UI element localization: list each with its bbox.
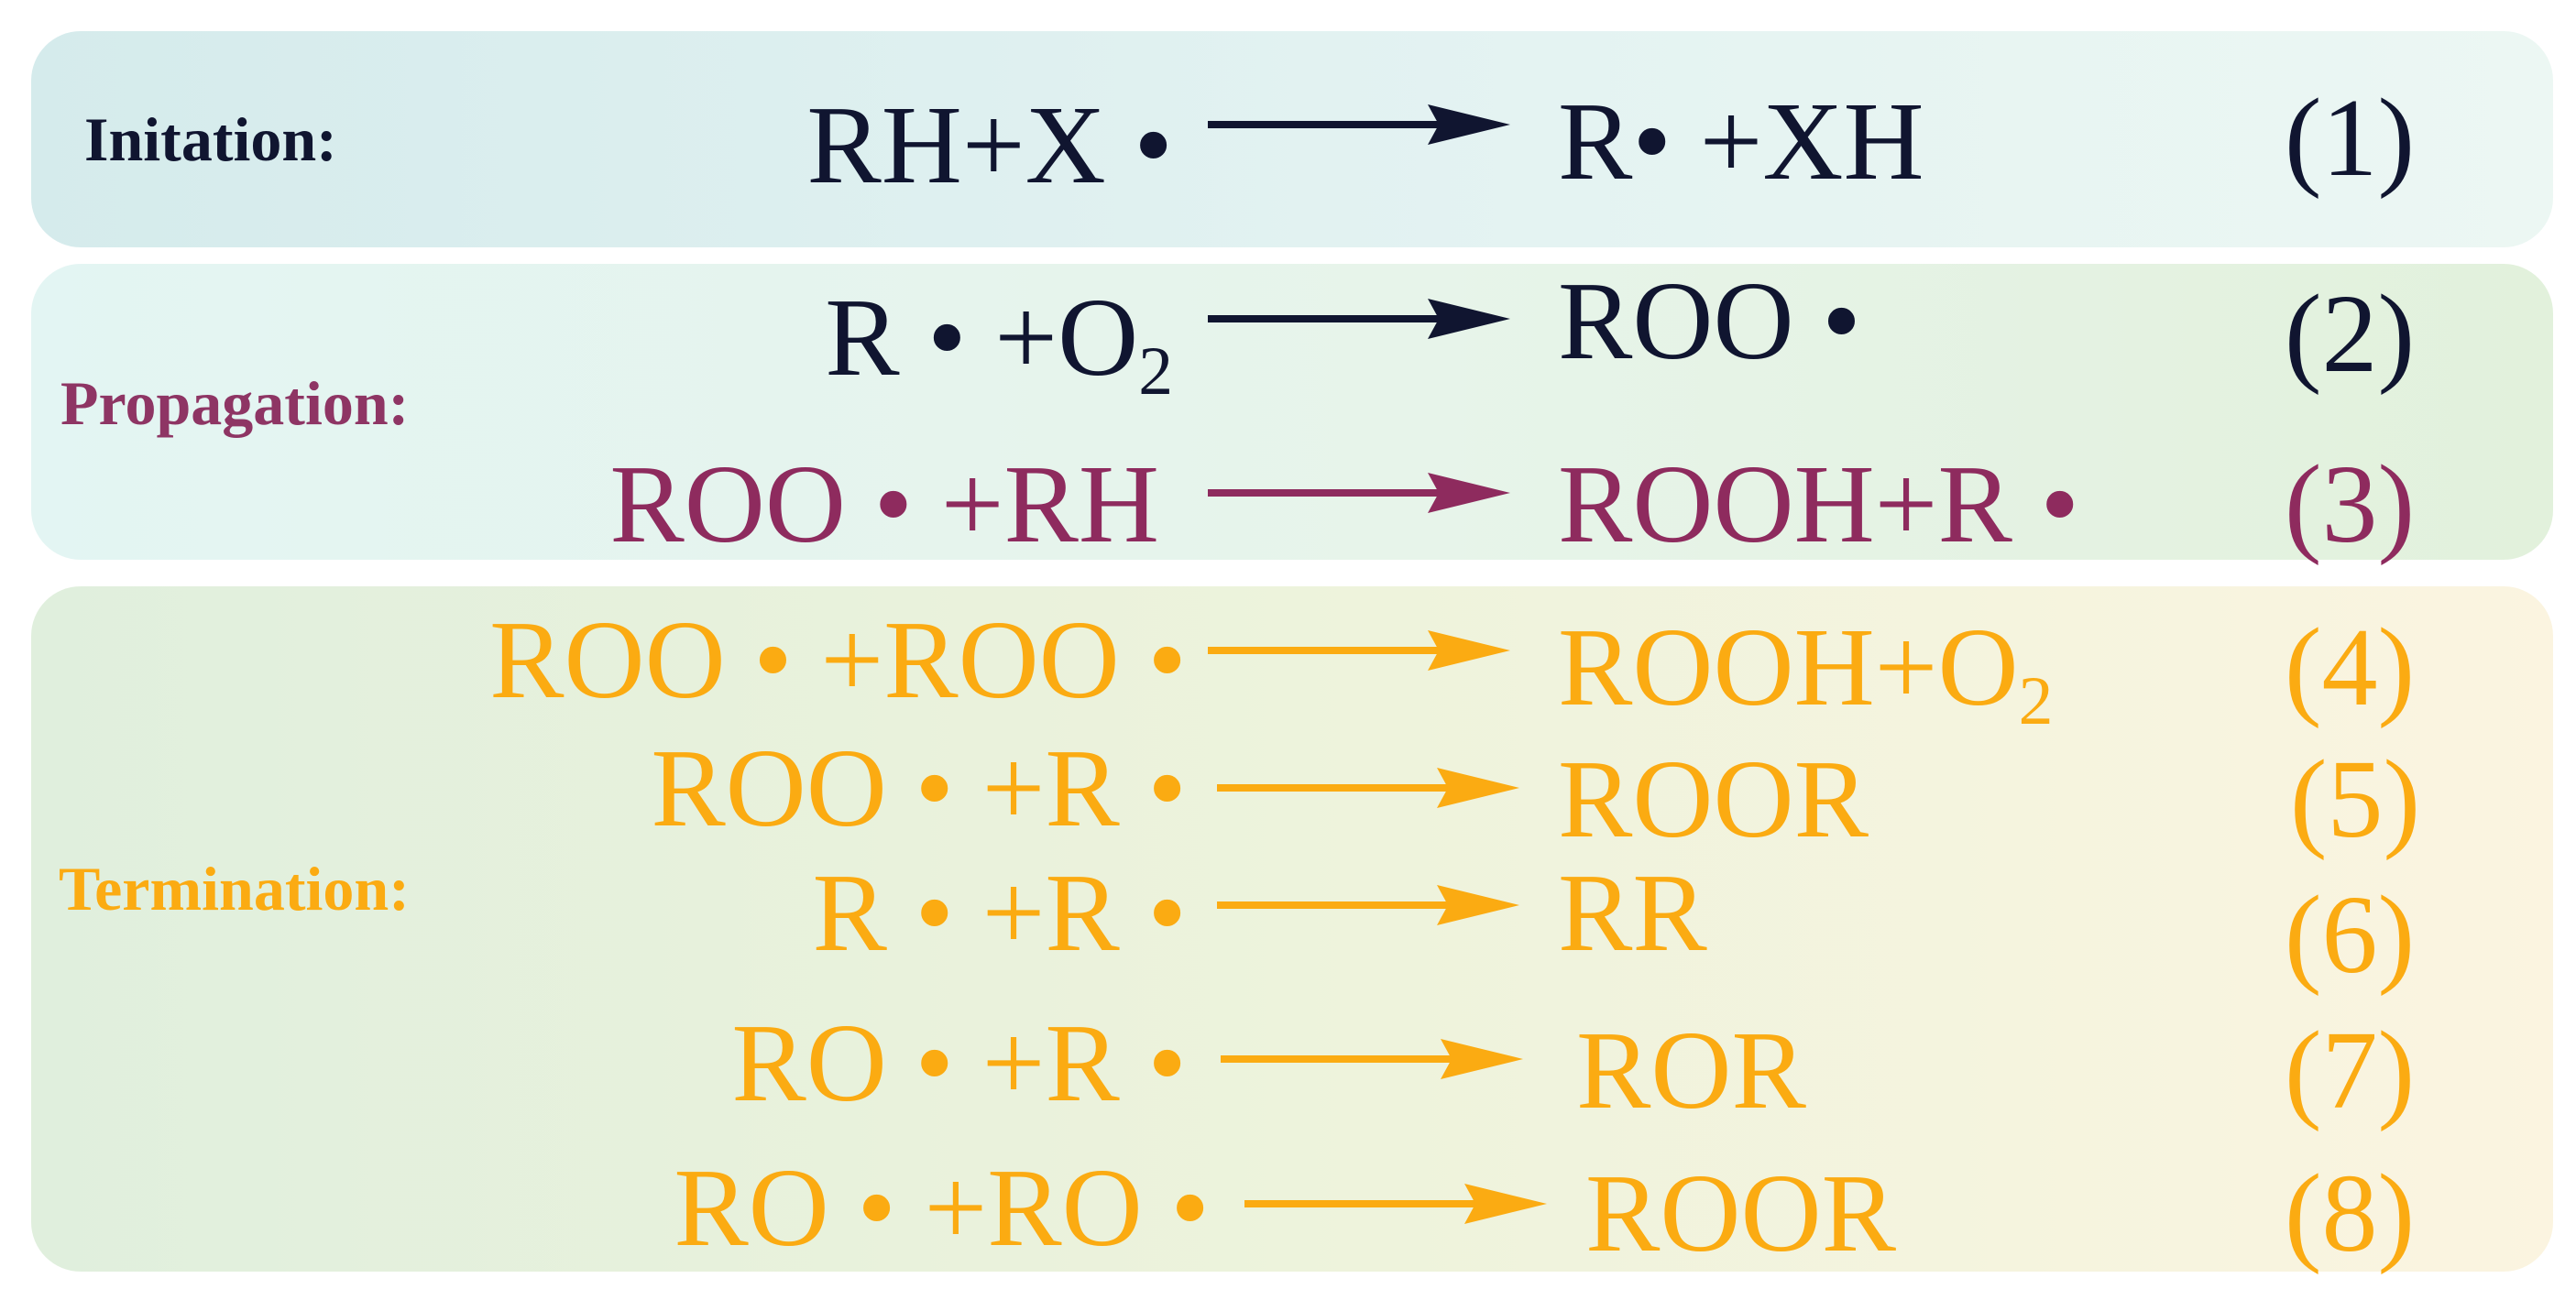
reaction-3-arrow (1208, 465, 1510, 520)
reaction-8-reactants: RO • +RO • (674, 1146, 1210, 1270)
reaction-6-products: RR (1558, 851, 1707, 975)
reaction-2-number: (2) (2284, 272, 2416, 396)
reaction-5-number: (5) (2289, 737, 2421, 861)
reaction-4-arrow (1208, 623, 1510, 678)
stage-label-initiation: Initation: (84, 104, 337, 174)
reaction-1-arrow (1208, 97, 1510, 152)
reaction-5-products: ROOR (1558, 737, 1869, 861)
reaction-7-number: (7) (2284, 1009, 2416, 1132)
stage-label-propagation: Propagation: (60, 368, 410, 438)
reaction-5-arrow (1217, 760, 1519, 815)
reaction-8-products: ROOR (1585, 1152, 1896, 1275)
stage-label-termination: Termination: (59, 854, 410, 923)
reaction-7-products: ROR (1576, 1009, 1806, 1132)
reaction-1-reactants: RH+X • (806, 83, 1173, 207)
reaction-3-number: (3) (2284, 442, 2416, 566)
reaction-5-reactants: ROO • +R • (651, 726, 1187, 850)
reaction-4-products-main: ROOH+O (1558, 606, 2019, 729)
reaction-1-number: (1) (2284, 76, 2416, 200)
termination-panel (31, 586, 2553, 1272)
reaction-2-reactants: R • +O2 (348, 282, 1173, 407)
reaction-2-reactants-main: R • +O (825, 276, 1139, 399)
reaction-2-arrow (1208, 291, 1510, 346)
reaction-2-products: ROO • (1558, 259, 1861, 383)
propagation-panel (31, 264, 2553, 560)
reaction-4-reactants: ROO • +ROO • (489, 598, 1187, 722)
reaction-8-arrow (1244, 1176, 1547, 1231)
reaction-7-arrow (1221, 1032, 1523, 1087)
initiation-panel (31, 31, 2553, 247)
reaction-2-subscript: 2 (1138, 333, 1173, 410)
reaction-8-number: (8) (2284, 1152, 2416, 1275)
reaction-6-arrow (1217, 878, 1519, 933)
reaction-4-number: (4) (2284, 606, 2416, 729)
reaction-3-products: ROOH+R • (1558, 442, 2080, 566)
reaction-6-number: (6) (2284, 873, 2416, 997)
reaction-1-products: R• +XH (1558, 80, 1924, 203)
reaction-4-products: ROOH+O2 (1558, 612, 2053, 737)
reaction-3-reactants: ROO • +RH (609, 442, 1159, 566)
reaction-4-subscript: 2 (2018, 663, 2054, 740)
reaction-7-reactants: RO • +R • (731, 1001, 1187, 1125)
reaction-6-reactants: R • +R • (812, 851, 1187, 975)
